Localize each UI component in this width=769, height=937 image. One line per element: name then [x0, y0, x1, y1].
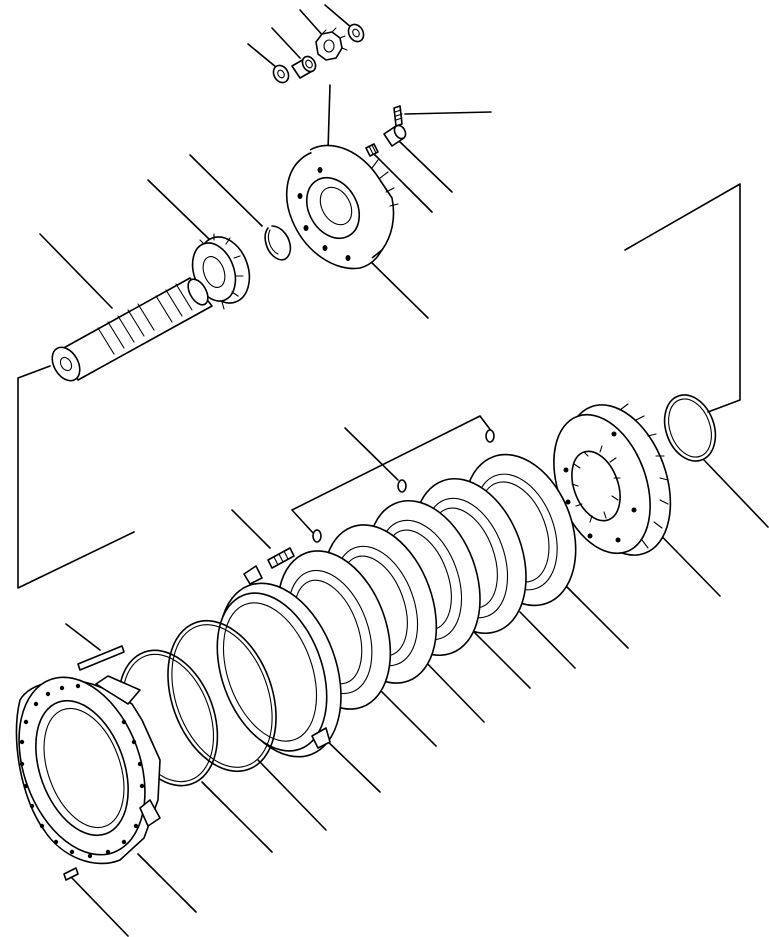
coil-spring-part	[267, 547, 295, 569]
small-spring-part	[365, 143, 379, 157]
leader-carrier	[364, 255, 429, 319]
washer-mid-a	[397, 479, 407, 493]
leader-oring-small	[201, 781, 273, 853]
leader-disc-4	[419, 655, 485, 723]
small-gear-part	[315, 27, 348, 61]
bracket-right	[624, 183, 741, 413]
nut-part	[272, 64, 290, 84]
leader-disc-5	[371, 681, 437, 747]
leader-piston	[321, 735, 381, 793]
o-ring-large	[167, 619, 277, 773]
leader-carrier-link	[327, 84, 331, 151]
leader-snapring-right	[703, 459, 769, 528]
leader-spring	[231, 509, 271, 549]
bracket-left	[17, 365, 135, 589]
leader-disc-1	[559, 579, 629, 649]
leader-washer-top	[324, 4, 353, 29]
washer-mid-b	[485, 429, 495, 443]
ring-gear-part	[553, 403, 672, 556]
housing-bolt-holes	[19, 683, 145, 859]
bracket-washers	[291, 415, 493, 535]
planet-carrier-part	[285, 144, 399, 270]
leader-disc-3	[469, 627, 531, 689]
roll-pin-part	[393, 105, 403, 127]
piston-part	[216, 565, 342, 758]
leader-snap-ring	[189, 154, 263, 227]
dowel-pin-part	[77, 645, 125, 671]
leader-bushing	[397, 139, 453, 193]
leader-dowel	[65, 623, 101, 651]
leader-washer-mid	[344, 427, 399, 481]
leader-bearing	[271, 27, 301, 59]
leader-spring-small	[371, 151, 433, 213]
leader-shaft	[39, 233, 113, 309]
leader-housing	[137, 853, 197, 913]
clutch-housing-part	[15, 675, 161, 865]
leader-oring-large	[257, 759, 327, 831]
snap-ring-part	[264, 225, 292, 261]
leader-lines	[17, 4, 769, 937]
bushing-part	[383, 124, 407, 147]
small-pin-part	[63, 867, 79, 881]
shaft-part	[51, 277, 213, 382]
leader-gear-small	[299, 9, 326, 39]
needle-bearing-part	[291, 55, 317, 79]
snap-ring-right-part	[663, 394, 717, 462]
washer-mid-c	[312, 529, 322, 543]
leader-gear	[147, 179, 211, 241]
leader-disc-2	[519, 611, 576, 669]
leader-pin	[404, 111, 492, 115]
thrust-washer-part	[347, 23, 365, 43]
leader-pin-small	[71, 877, 129, 937]
